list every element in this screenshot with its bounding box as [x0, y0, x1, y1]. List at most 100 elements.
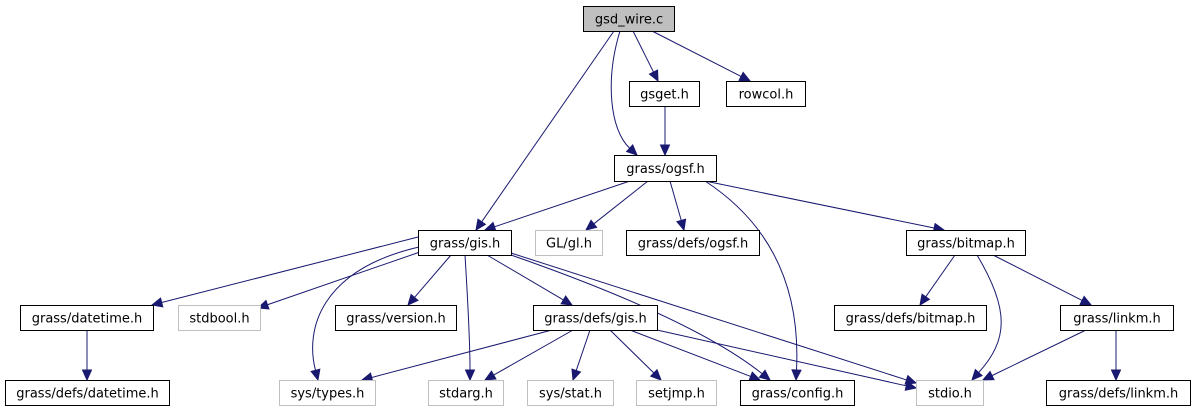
node-box [418, 230, 512, 256]
node-rowcol-h[interactable]: rowcol.h [726, 81, 806, 107]
node-grass-defs-datetime-h[interactable]: grass/defs/datetime.h [5, 380, 170, 406]
node-label: grass/version.h [346, 312, 445, 327]
edge-grass-defs-gis-h-to-grass-config-h [629, 329, 762, 382]
edge-gsd-wire-c-to-grass-gis-h [475, 30, 615, 232]
node-grass-gis-h[interactable]: grass/gis.h [418, 230, 512, 256]
node-label: rowcol.h [739, 88, 794, 103]
arrowhead-icon [625, 143, 638, 156]
edge-line [632, 30, 654, 73]
node-box [726, 81, 806, 107]
node-gsd-wire-c[interactable]: gsd_wire.c [583, 6, 675, 32]
arrowhead-icon [971, 368, 983, 381]
node-box [834, 305, 987, 331]
edge-line [609, 329, 655, 374]
edge-grass-gis-h-to-grass-defs-gis-h [486, 254, 574, 306]
node-sys-stat-h: sys/stat.h [527, 380, 614, 406]
arrowhead-icon [659, 144, 671, 157]
node-label: stdarg.h [439, 387, 493, 402]
node-gsget-h[interactable]: gsget.h [629, 81, 700, 107]
node-label: grass/config.h [752, 387, 844, 402]
arrowhead-icon [904, 380, 918, 391]
edge-line [510, 254, 763, 375]
node-grass-version-h[interactable]: grass/version.h [335, 305, 457, 331]
arrowhead-icon [1110, 369, 1122, 382]
arrowhead-icon [560, 295, 574, 306]
node-box [636, 380, 717, 406]
node-stdbool-h: stdbool.h [178, 305, 261, 331]
edge-grass-ogsf-h-to-grass-bitmap-h [704, 180, 946, 234]
node-grass-bitmap-h[interactable]: grass/bitmap.h [906, 230, 1026, 256]
node-label: grass/defs/linkm.h [1059, 387, 1179, 402]
arrowhead-icon [649, 368, 662, 381]
arrowhead-icon [150, 297, 164, 308]
node-box [335, 305, 457, 331]
node-box [906, 230, 1026, 256]
node-setjmp-h: setjmp.h [636, 380, 717, 406]
node-box [629, 81, 700, 107]
node-box [626, 230, 760, 256]
edge-grass-bitmap-h-to-grass-linkm-h [992, 254, 1093, 306]
edge-line [161, 236, 419, 304]
edge-grass-gis-h-to-grass-config-h [510, 254, 771, 381]
edge-line [991, 329, 1087, 377]
edge-line [593, 180, 649, 225]
node-grass-defs-bitmap-h[interactable]: grass/defs/bitmap.h [834, 305, 987, 331]
edge-line [704, 180, 935, 229]
edge-grass-bitmap-h-to-grass-defs-bitmap-h [919, 254, 956, 306]
node-box [178, 305, 261, 331]
arrowhead-icon [758, 369, 771, 381]
edge-grass-ogsf-h-to-grass-defs-ogsf-h [669, 180, 687, 232]
arrowhead-icon [81, 369, 93, 382]
edge-grass-defs-gis-h-to-stdio-h [656, 329, 918, 391]
edge-grass-linkm-h-to-stdio-h [981, 329, 1087, 381]
edge-line [629, 329, 751, 377]
edge-line [494, 180, 631, 228]
node-label: stdio.h [928, 387, 972, 402]
node-label: gsget.h [640, 88, 689, 103]
node-box [533, 305, 658, 331]
edge-grass-ogsf-h-to-gl-gl-h [585, 180, 649, 231]
edge-line [704, 180, 798, 371]
arrowhead-icon [738, 71, 752, 82]
edge-grass-gis-h-to-grass-version-h [407, 254, 452, 306]
edge-line [925, 254, 956, 298]
node-grass-ogsf-h[interactable]: grass/ogsf.h [614, 155, 717, 182]
arrowhead-icon [407, 293, 419, 306]
node-label: grass/linkm.h [1073, 312, 1161, 327]
node-label: sys/types.h [291, 387, 365, 402]
node-grass-config-h[interactable]: grass/config.h [740, 380, 855, 406]
node-box [1046, 380, 1191, 406]
arrowhead-icon [648, 69, 659, 83]
node-grass-defs-ogsf-h[interactable]: grass/defs/ogsf.h [626, 230, 760, 256]
node-box [20, 305, 154, 331]
node-label: gsd_wire.c [595, 13, 663, 28]
edge-line [656, 329, 907, 387]
node-label: grass/defs/datetime.h [16, 387, 159, 402]
edge-grass-gis-h-to-stdbool-h [256, 251, 421, 310]
node-box [428, 380, 504, 406]
node-box [279, 380, 376, 406]
edge-gsd-wire-c-to-grass-ogsf-h [610, 30, 638, 156]
node-label: sys/stat.h [539, 387, 602, 402]
edge-grass-defs-gis-h-to-stdarg-h [483, 329, 574, 381]
node-grass-datetime-h[interactable]: grass/datetime.h [20, 305, 154, 331]
arrowhead-icon [676, 218, 687, 232]
edge-grass-datetime-h-to-grass-defs-datetime-h [81, 330, 93, 382]
arrowhead-icon [791, 369, 802, 382]
arrowhead-icon [464, 369, 476, 382]
edge-grass-defs-gis-h-to-sys-stat-h [571, 329, 591, 382]
arrowhead-icon [475, 218, 487, 232]
edge-line [610, 30, 631, 149]
node-label: grass/ogsf.h [626, 162, 704, 177]
arrowhead-icon [981, 370, 995, 381]
edge-grass-bitmap-h-to-stdio-h [971, 254, 1002, 381]
node-grass-defs-linkm-h[interactable]: grass/defs/linkm.h [1046, 380, 1191, 406]
node-label: GL/gl.h [546, 237, 592, 252]
node-grass-defs-gis-h[interactable]: grass/defs/gis.h [533, 305, 658, 331]
edge-line [486, 254, 564, 301]
edge-grass-linkm-h-to-grass-defs-linkm-h [1110, 330, 1122, 382]
node-stdarg-h: stdarg.h [428, 380, 504, 406]
node-grass-linkm-h[interactable]: grass/linkm.h [1060, 305, 1174, 331]
arrowhead-icon [585, 219, 598, 231]
edge-line [510, 252, 907, 381]
